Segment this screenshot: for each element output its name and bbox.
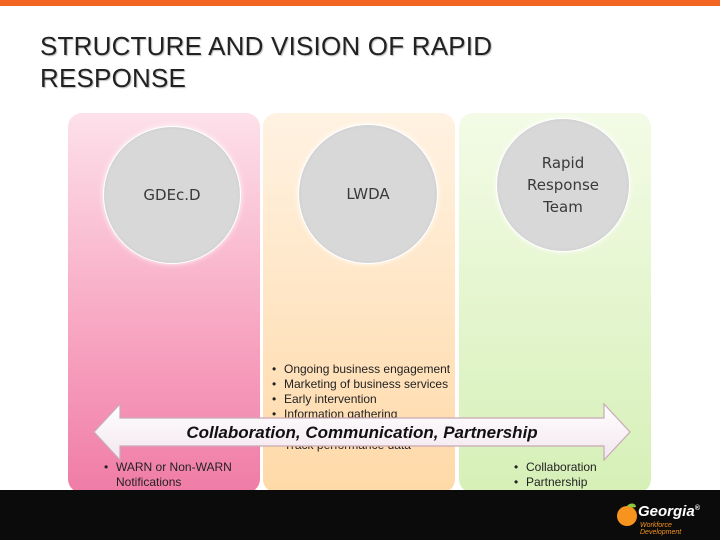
circle-rapid-response-label: Rapid Response Team	[526, 154, 600, 216]
slide-title: STRUCTURE AND VISION OF RAPID RESPONSE	[40, 31, 493, 93]
georgia-logo: Georgia® Workforce Development	[614, 497, 714, 537]
list-item: WARN or Non-WARN Notifications	[104, 460, 264, 490]
list-item: Early intervention	[272, 392, 472, 407]
double-arrow-icon	[93, 402, 631, 462]
logo-name: Georgia®	[638, 503, 700, 520]
circle-gdecd-label: GDEc.D	[143, 186, 201, 204]
footer-bar	[0, 490, 720, 540]
circle-gdecd: GDEc.D	[103, 126, 241, 264]
right-bullet-list: Collaboration Partnership	[514, 460, 664, 490]
arrow-label: Collaboration, Communication, Partnershi…	[186, 423, 538, 442]
list-item: Marketing of business services	[272, 377, 472, 392]
circle-rapid-response-team: Rapid Response Team	[496, 118, 630, 252]
collaboration-arrow: Collaboration, Communication, Partnershi…	[92, 402, 632, 462]
peach-icon	[617, 503, 637, 526]
circle-lwda-label: LWDA	[346, 185, 390, 203]
list-item: Collaboration	[514, 460, 664, 475]
left-bullet-list: WARN or Non-WARN Notifications	[104, 460, 264, 490]
circle-lwda: LWDA	[298, 124, 438, 264]
logo-tagline: Workforce Development	[640, 522, 682, 536]
list-item: Partnership	[514, 475, 664, 490]
list-item: Ongoing business engagement	[272, 362, 472, 377]
top-accent-bar	[0, 0, 720, 6]
